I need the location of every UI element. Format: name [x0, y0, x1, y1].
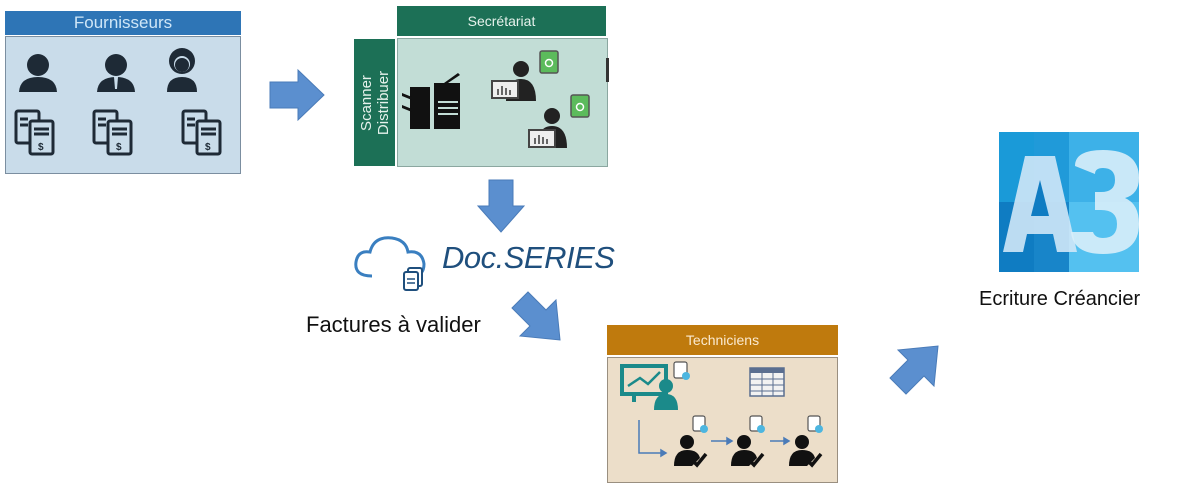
scanner-label: Scanner [357, 74, 375, 131]
user-check-icon [789, 415, 823, 468]
a3-logo-icon [999, 132, 1139, 272]
user-check-icon [731, 415, 765, 468]
user-computer-icon [528, 94, 590, 148]
arrow-up-right-icon [889, 345, 939, 395]
secretariat-icons [402, 50, 590, 148]
distribuer-label: Distribuer [374, 70, 392, 135]
arrow-right-icon [269, 68, 325, 122]
fournisseurs-icons: $ $ $ [14, 48, 222, 156]
fournisseurs-title: Fournisseurs [73, 13, 173, 32]
fournisseurs-panel: $ $ $ [5, 36, 241, 174]
svg-text:$: $ [38, 142, 44, 153]
techniciens-panel [607, 357, 838, 483]
secretariat-title: Secrétariat [467, 13, 536, 29]
techniciens-header: Techniciens [607, 325, 838, 355]
invoice-icon [92, 109, 133, 156]
invoice-icon [14, 109, 55, 156]
svg-text:$: $ [116, 142, 122, 153]
user-check-icon [674, 415, 708, 468]
fournisseurs-header: Fournisseurs [5, 11, 241, 35]
arrow-down-right-icon [511, 291, 561, 341]
invoice-icon [181, 109, 222, 156]
secretariat-header: Secrétariat [397, 6, 606, 36]
businessman-icon [97, 54, 135, 92]
panel-edge-marker [606, 58, 609, 82]
secretariat-panel [397, 38, 608, 167]
scanner-distribuer-tab: Scanner Distribuer [354, 39, 395, 166]
woman-icon [167, 48, 197, 92]
techniciens-title: Techniciens [685, 332, 760, 348]
svg-text:$: $ [205, 142, 211, 153]
cloud-documents-icon [354, 236, 426, 291]
person-icon [19, 54, 57, 92]
ecriture-creancier-label: Ecriture Créancier [979, 288, 1141, 310]
presentation-icon [620, 361, 690, 410]
factures-a-valider-label: Factures à valider [306, 312, 481, 337]
techniciens-icons [620, 361, 823, 468]
printer-icon [402, 73, 460, 129]
arrow-down-icon [476, 179, 526, 233]
docseries-logo-text: Doc.SERIES [442, 240, 615, 275]
user-computer-icon [491, 50, 559, 101]
table-icon [749, 367, 785, 397]
